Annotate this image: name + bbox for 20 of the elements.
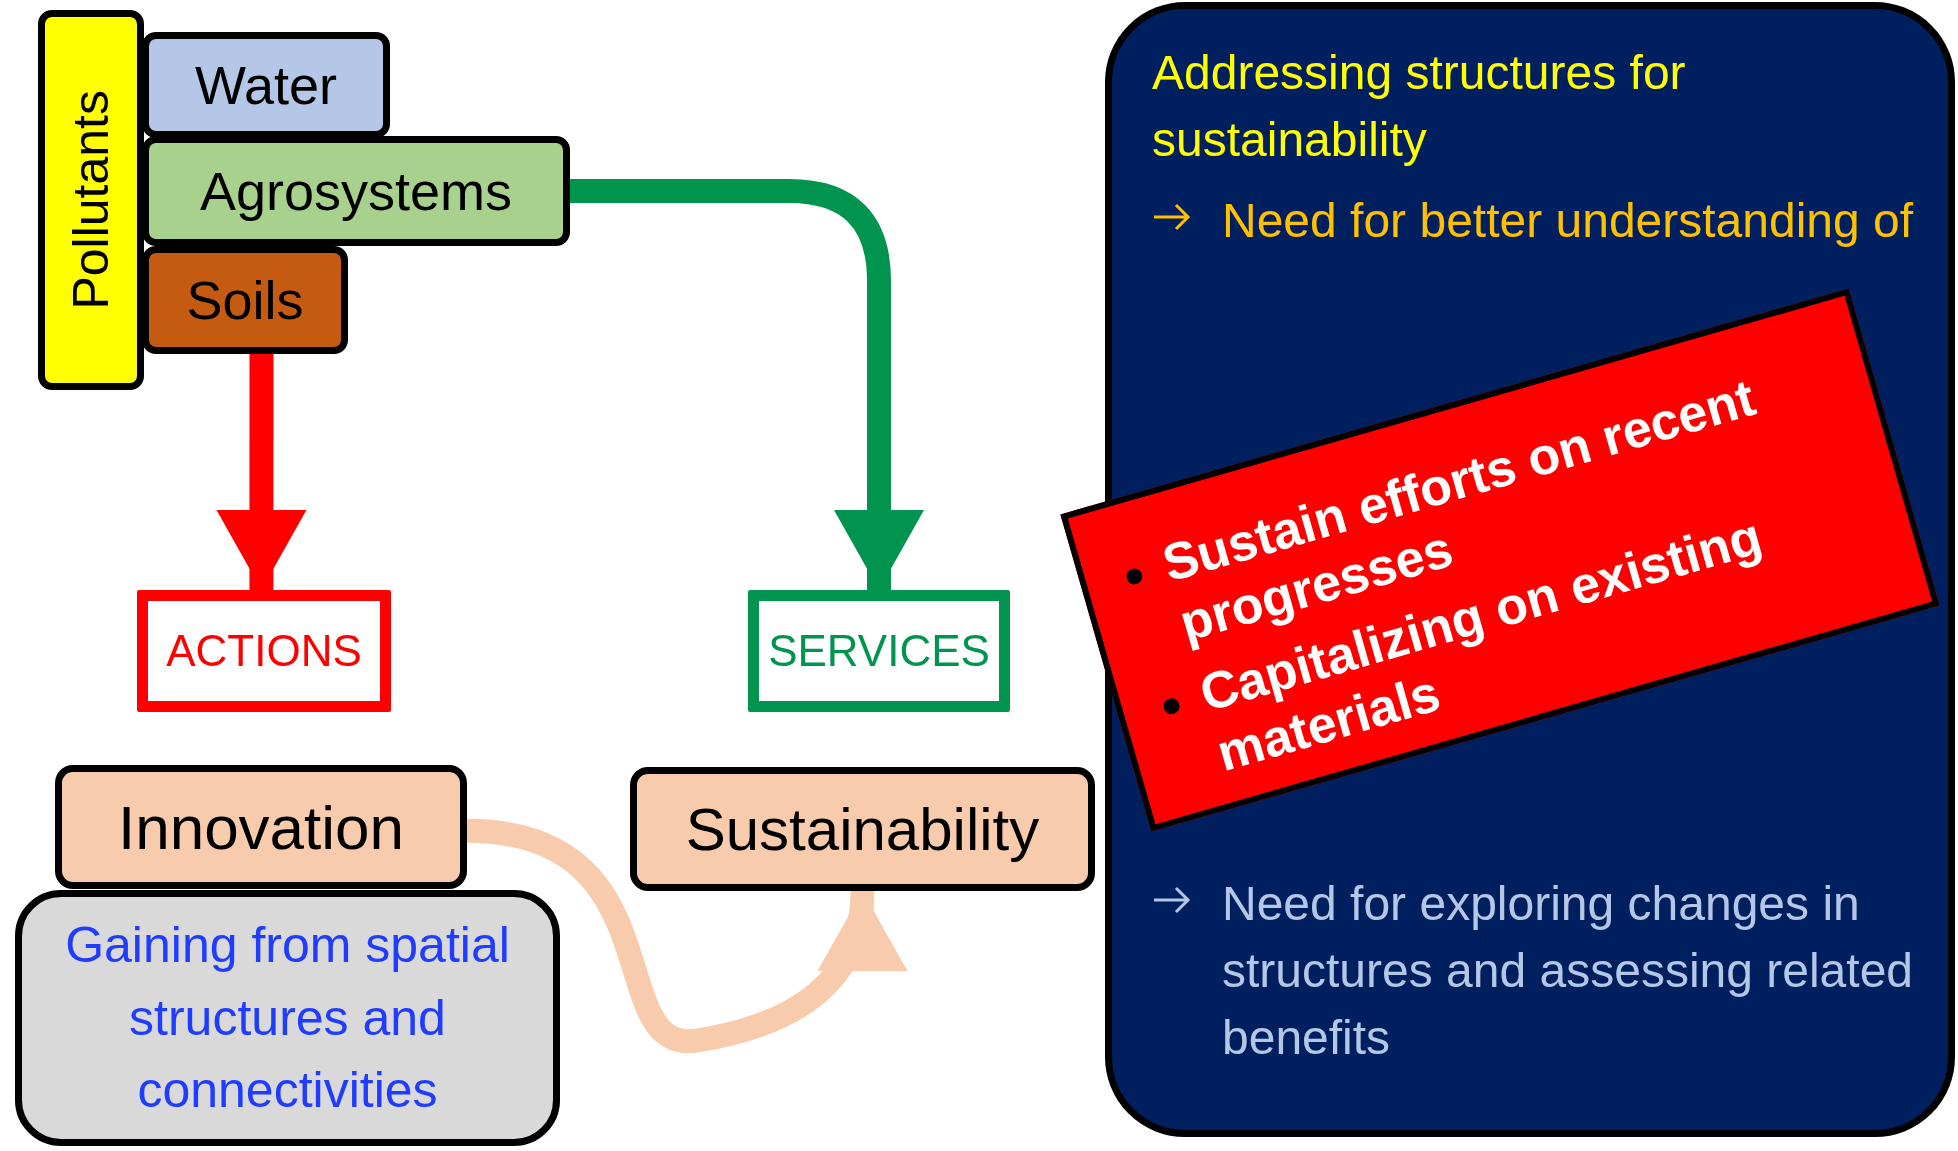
label-box (137, 590, 391, 712)
process-box (630, 767, 1095, 891)
node-label: Agrosystems (199, 160, 513, 222)
bullet-text: Need for exploring changes in structures and assessing related benefits (1222, 875, 1915, 1066)
node-label: Innovation (117, 791, 405, 863)
category-bar (38, 10, 144, 390)
node-label: Soils (186, 269, 304, 331)
node-label: Gaining from spatial structures and connectivities (64, 916, 511, 1121)
arrow (216, 354, 307, 590)
process-box (55, 765, 467, 889)
group-box (15, 890, 560, 1146)
category-label: Pollutants (62, 90, 120, 310)
node-label: Sustainability (685, 794, 1040, 864)
node-label: ACTIONS (166, 626, 362, 676)
arrow (570, 179, 924, 590)
label-box (748, 590, 1010, 712)
bullet-text: Need for better understanding of (1222, 193, 1914, 250)
node-label: SERVICES (768, 626, 990, 676)
node-label: Water (195, 54, 337, 116)
panel-heading: Addressing structures for sustainability (1152, 45, 1687, 169)
